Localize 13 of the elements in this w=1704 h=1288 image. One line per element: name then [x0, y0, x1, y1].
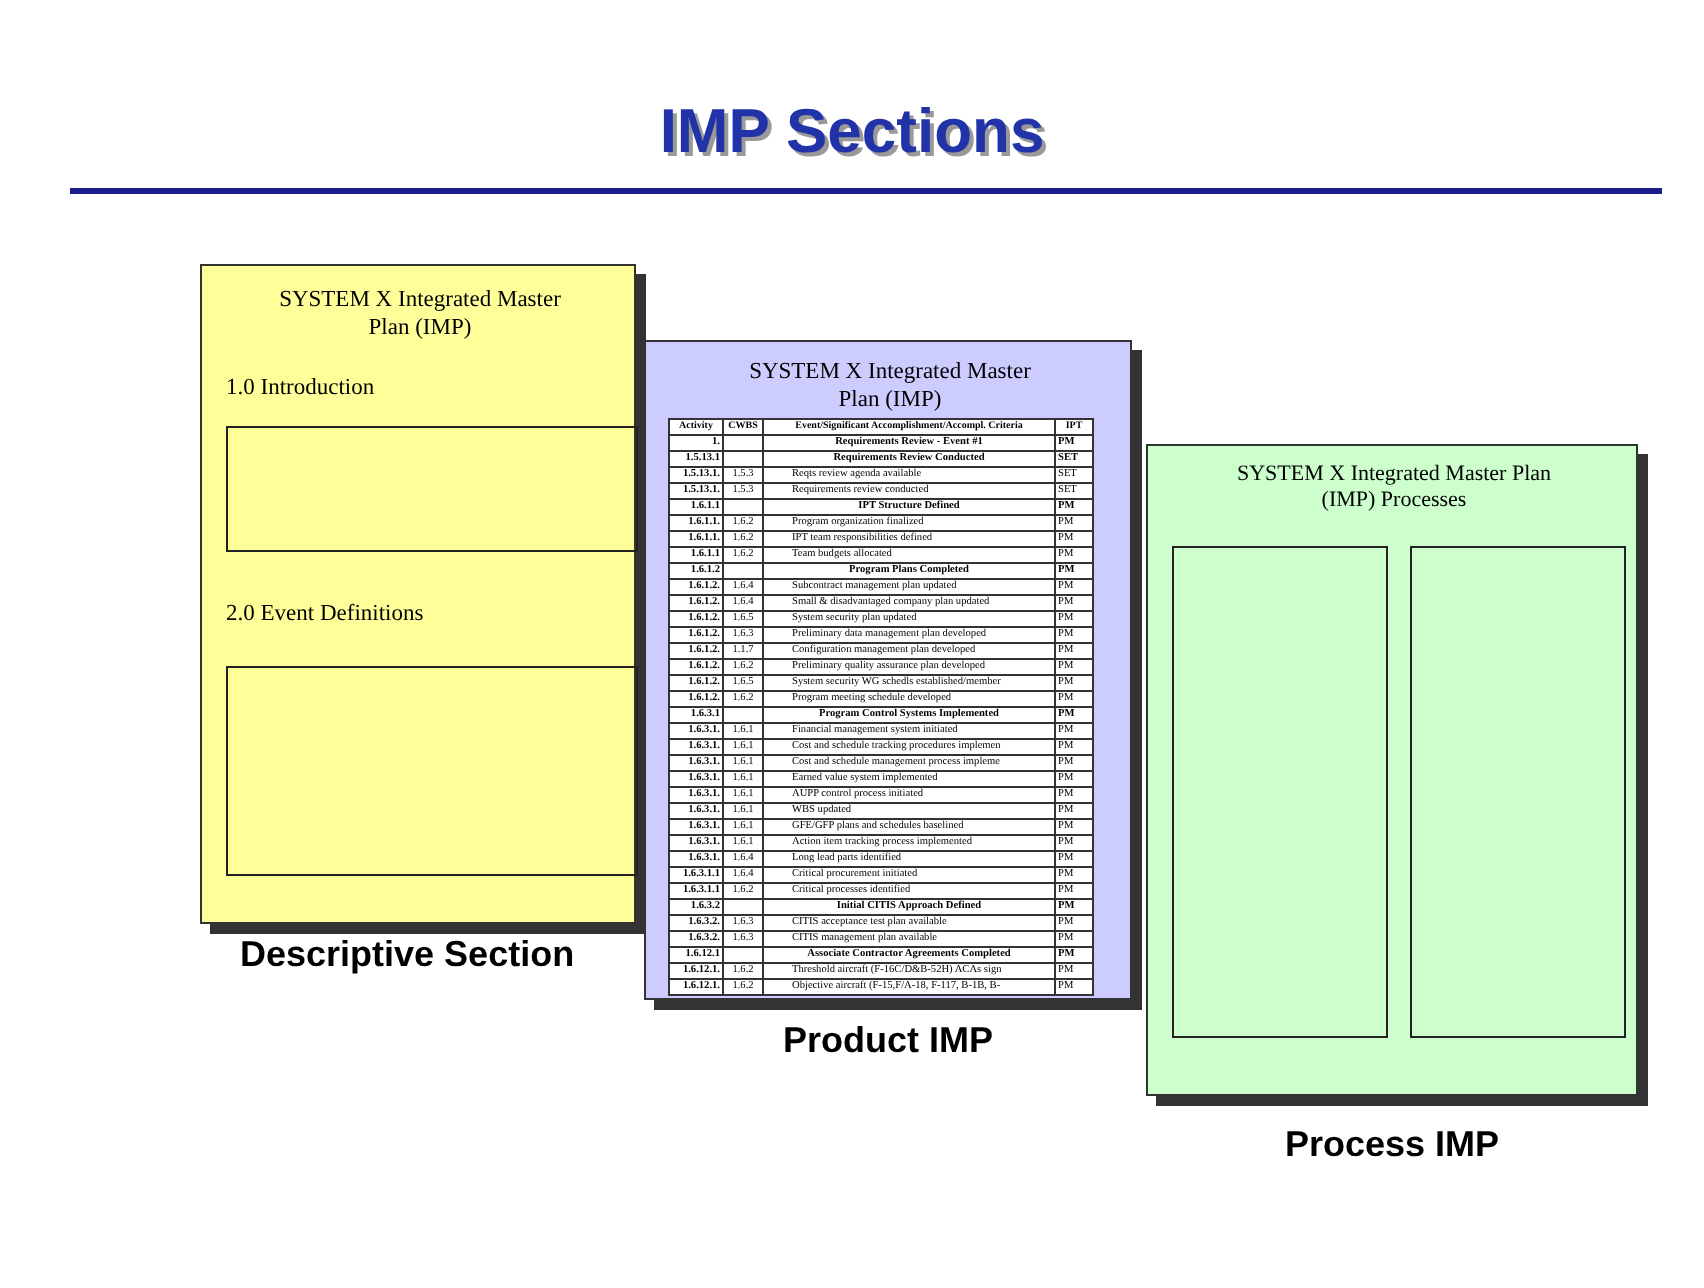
- section-heading: 2.0 Event Definitions: [226, 602, 424, 626]
- caption-label: Descriptive Section: [240, 934, 575, 976]
- document-heading: SYSTEM X Integrated Master Plan (IMP) Processes: [1234, 462, 1554, 514]
- slide-title: IMP Sections: [657, 96, 1047, 168]
- content-box: [226, 426, 638, 552]
- content-box: [1172, 546, 1388, 1038]
- document-heading: SYSTEM X Integrated Master Plan (IMP): [277, 286, 563, 342]
- document-heading: SYSTEM X Integrated Master Plan (IMP): [747, 358, 1033, 414]
- caption-label: Product IMP: [780, 1020, 995, 1062]
- content-box: [1410, 546, 1626, 1038]
- section-heading: 1.0 Introduction: [226, 376, 375, 400]
- content-box: [226, 666, 638, 876]
- caption-label: Process IMP: [1282, 1124, 1502, 1166]
